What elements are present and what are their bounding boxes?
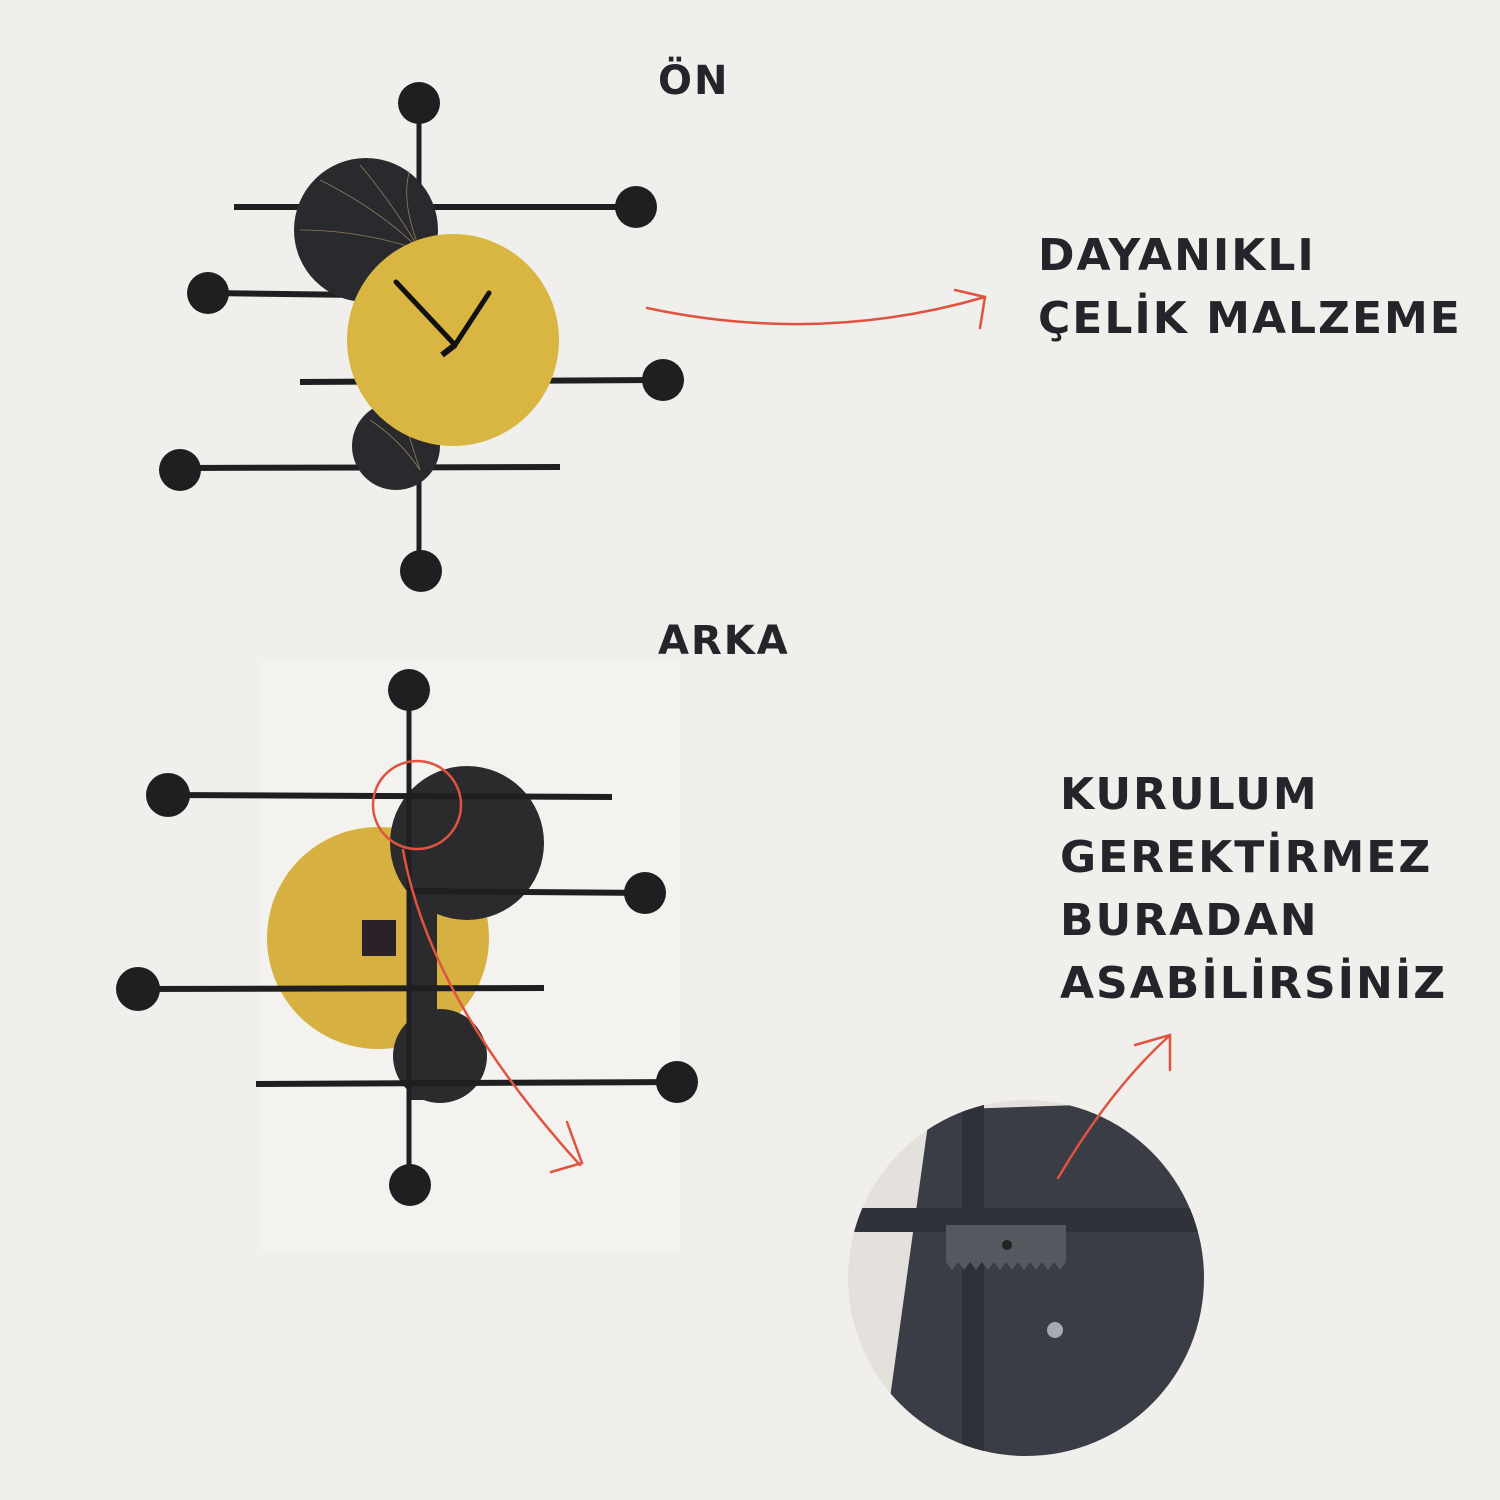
- install-feature: KURULUM GEREKTİRMEZ BURADAN ASABİLİRSİNİ…: [1060, 763, 1447, 1015]
- install-line-4: ASABİLİRSİNİZ: [1060, 958, 1448, 1009]
- highlight-circle: [371, 759, 463, 851]
- install-line-2: GEREKTİRMEZ: [1060, 832, 1433, 883]
- arrow-to-material: [645, 295, 987, 326]
- arrow-to-install-text: [1056, 1035, 1170, 1180]
- material-feature: DAYANIKLI ÇELİK MALZEME: [1038, 224, 1462, 350]
- back-clock-image: [116, 660, 698, 1250]
- front-title: ÖN: [658, 58, 730, 104]
- front-clock-image: [159, 82, 684, 592]
- install-line-3: BURADAN: [1060, 895, 1319, 946]
- arrows: [401, 288, 1172, 1180]
- material-line-2: ÇELİK MALZEME: [1038, 293, 1462, 344]
- hanger-detail-image: [848, 1100, 1204, 1456]
- install-line-1: KURULUM: [1060, 769, 1319, 820]
- material-line-1: DAYANIKLI: [1038, 230, 1316, 281]
- arrow-to-detail: [401, 848, 582, 1167]
- clock-mechanism: [362, 920, 396, 956]
- back-title: ARKA: [658, 618, 790, 664]
